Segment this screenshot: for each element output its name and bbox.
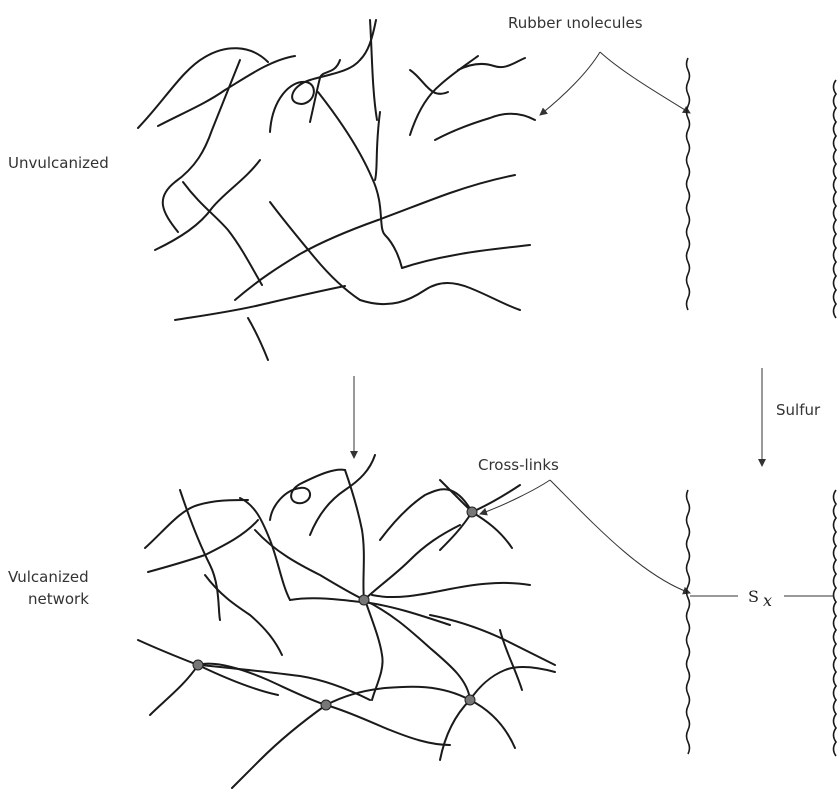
rubber-chain [430,615,555,665]
rubber-chain-wavy [834,80,837,318]
rubber-chain [150,665,198,715]
rubber-chain [255,530,365,600]
cross-link-dot [193,660,203,670]
rubber-chain [200,665,370,700]
rubber-chain [440,480,472,512]
rubber-chain [345,470,364,600]
unvulcanized-network [138,20,535,360]
rubber-chain [360,283,520,310]
rubber-chain-wavy [687,58,690,310]
rubber-chain [175,286,345,320]
rubber-chain [270,20,376,132]
rubber-chain-wavy [834,490,837,756]
sx-subscript: x [763,591,772,610]
rubber-chain [138,640,278,695]
rubber-chain [402,245,530,268]
cross-link-dot [321,700,331,710]
unvulcanized-label: Unvulcanized [8,154,109,172]
vulcanized-network [138,455,555,788]
rubber-chain [326,705,450,745]
pointer-arrow [550,480,690,593]
rubber-chain [180,490,220,620]
rubber-chain [198,664,326,705]
cross-link-dot [359,595,369,605]
rubber-chain [138,48,268,128]
rubber-chain [158,56,295,126]
rubber-chain [235,220,378,300]
rubber-chain [310,455,375,535]
rubber-chain [470,667,555,700]
rubber-chain [470,700,515,748]
vulcanized-label: Vulcanized [8,568,89,586]
network-label: network [28,590,89,608]
rubber-chain [378,175,515,220]
pointer-arrow [480,480,550,514]
pointer-arrow [540,52,600,115]
rubber-chain [440,700,470,760]
rubber-chain-wavy [687,490,690,754]
rubber-chain [375,112,380,180]
rubber-chain [270,202,360,300]
rubber-chain [364,525,460,600]
rubber-molecules-label: Rubber ιnolecules [508,14,643,32]
rubber-chain [410,56,478,135]
rubber-chain [270,470,345,520]
rubber-chain [232,705,326,788]
rubber-chain [318,92,402,268]
sulfur-label: Sulfur [776,401,821,419]
sx-main: S [748,587,759,606]
rubber-chain [365,600,383,700]
rubber-chain [248,318,268,360]
rubber-chain [240,498,290,600]
cross-links-label: Cross-links [478,456,559,474]
cross-link-dot [467,507,477,517]
rubber-chain [435,114,535,140]
sx-label: S x [748,587,772,610]
rubber-chain [155,160,260,250]
pointer-arrow [600,52,690,113]
rubber-chain [440,512,472,550]
cross-link-dot [465,695,475,705]
rubber-chain [472,512,512,548]
rubber-chain [372,583,530,597]
